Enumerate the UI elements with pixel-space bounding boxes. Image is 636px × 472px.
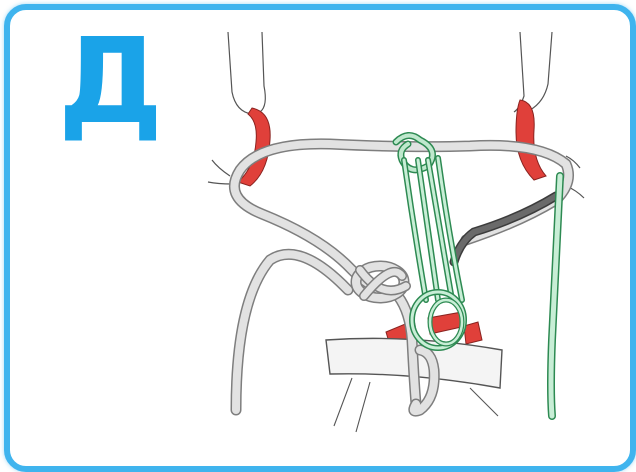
knot-illustration [0, 0, 636, 472]
